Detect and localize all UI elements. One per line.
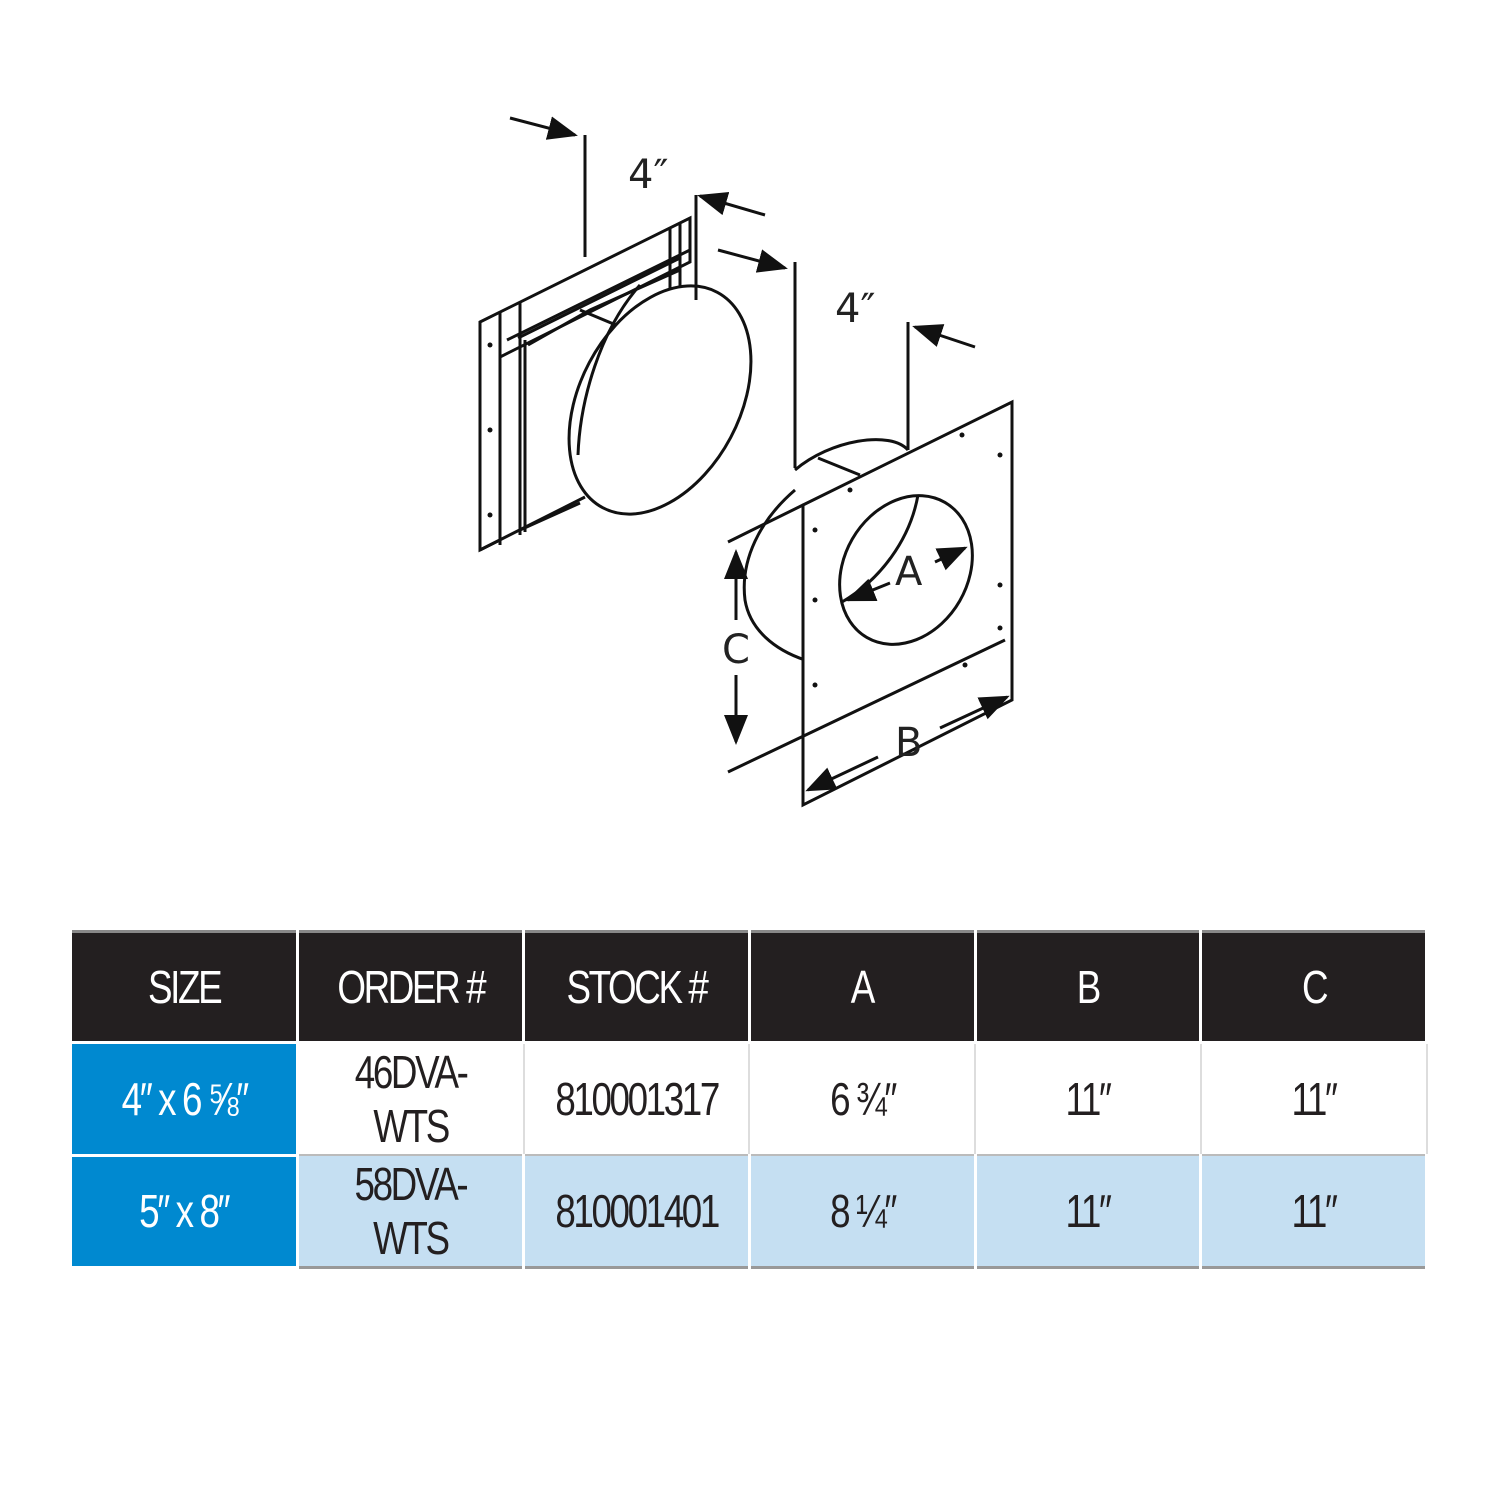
cell-c: 11″: [1200, 1155, 1428, 1269]
cell-a: 8 ¼″: [749, 1155, 977, 1269]
table-row: 4″ x 6 ⅝″ 46DVA-WTS 810001317 6 ¾″ 11″ 1…: [72, 1042, 1428, 1157]
dimension-arrow: [717, 248, 788, 273]
outer-flange-part: [478, 135, 753, 553]
cell-b: 11″: [975, 1042, 1202, 1156]
dimension-arrow: [697, 192, 766, 217]
cell-stock-number: 810001401: [523, 1155, 751, 1269]
header-stock-number: STOCK #: [523, 931, 751, 1044]
depth-label-right: 4″: [835, 286, 875, 332]
inner-plate-part: [727, 262, 1014, 808]
dimension-label-b: B: [895, 720, 922, 766]
cell-order-number: 46DVA-WTS: [297, 1042, 525, 1156]
specifications-table: SIZE ORDER # STOCK # A B C 4″ x 6 ⅝″ 46D…: [72, 930, 1428, 1269]
dimension-arrow: [912, 324, 976, 349]
dimension-arrow-a: [845, 578, 891, 602]
cell-a: 6 ¾″: [749, 1042, 976, 1156]
table-header-row: SIZE ORDER # STOCK # A B C: [72, 931, 1428, 1044]
dimension-arrow-b: [805, 755, 879, 792]
dimension-arrow: [509, 116, 578, 140]
wall-thimble-diagram: 4″ 4″ A B C: [478, 116, 1014, 808]
dimension-label-a: A: [895, 549, 923, 595]
cell-b: 11″: [975, 1155, 1203, 1269]
header-a: A: [749, 931, 977, 1044]
table-row: 5″ x 8″ 58DVA-WTS 810001401 8 ¼″ 11″ 11″: [72, 1155, 1428, 1269]
depth-label-left: 4″: [628, 152, 668, 198]
cell-size: 4″ x 6 ⅝″: [72, 1042, 300, 1157]
cell-c: 11″: [1200, 1042, 1428, 1156]
header-c: C: [1200, 931, 1428, 1044]
cell-order-number: 58DVA-WTS: [297, 1155, 525, 1269]
cell-size: 5″ x 8″: [72, 1155, 300, 1269]
dimension-arrow-b: [939, 695, 1010, 730]
cell-stock-number: 810001317: [523, 1042, 751, 1156]
dimension-arrow-a: [934, 546, 968, 571]
header-size: SIZE: [72, 931, 300, 1044]
header-order-number: ORDER #: [297, 931, 525, 1044]
header-b: B: [975, 931, 1203, 1044]
dimension-label-c: C: [722, 627, 750, 673]
